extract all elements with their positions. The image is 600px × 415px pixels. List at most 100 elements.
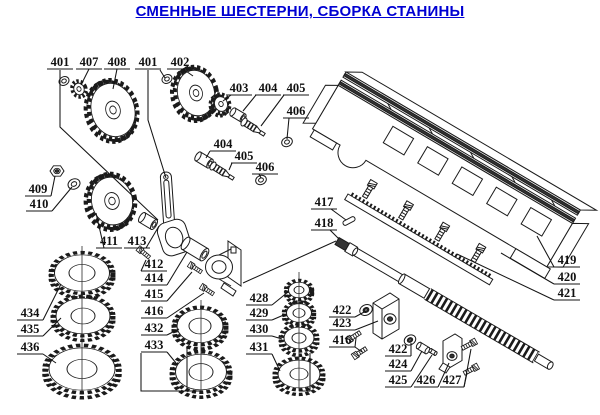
washer-422b — [403, 334, 417, 346]
callout-435: 435 — [17, 317, 62, 337]
pin-425 — [428, 348, 438, 356]
callout-424: 424 — [385, 350, 423, 372]
callout-430: 430 — [246, 322, 283, 340]
callout-425: 425 — [385, 354, 433, 388]
callout-406: 406 — [283, 104, 309, 140]
svg-text:404: 404 — [214, 137, 234, 151]
svg-text:416: 416 — [145, 304, 164, 318]
callout-426: 426 — [414, 362, 450, 388]
stud-405a — [240, 117, 267, 138]
svg-text:435: 435 — [21, 322, 40, 336]
callout-405b: 405 — [228, 149, 257, 171]
svg-text:425: 425 — [389, 373, 408, 387]
svg-text:428: 428 — [250, 291, 269, 305]
screw-415 — [186, 261, 204, 276]
svg-text:426: 426 — [417, 373, 436, 387]
washer-410 — [67, 178, 81, 190]
svg-text:407: 407 — [80, 55, 99, 69]
callout-427: 427 — [440, 348, 472, 388]
callout-416: 416 — [141, 292, 205, 319]
svg-text:422: 422 — [333, 303, 352, 317]
svg-text:410: 410 — [30, 197, 49, 211]
svg-text:412: 412 — [145, 257, 164, 271]
svg-text:402: 402 — [171, 55, 190, 69]
rack-screw — [360, 179, 378, 200]
callout-421: 421 — [456, 253, 580, 301]
bushing-413-target — [137, 211, 159, 231]
svg-text:408: 408 — [108, 55, 127, 69]
svg-text:406: 406 — [287, 104, 306, 118]
link-arm — [156, 171, 192, 257]
callout-422a: 422 — [329, 303, 367, 318]
callout-434: 434 — [17, 283, 62, 321]
svg-text:418: 418 — [315, 216, 334, 230]
callout-402: 402 — [167, 55, 194, 77]
rack-screw — [396, 200, 414, 222]
gear-435 — [50, 294, 116, 343]
gear-407 — [70, 79, 88, 99]
bushing-424 — [415, 341, 431, 355]
washer-422a — [359, 303, 373, 317]
callout-404b: 404 — [205, 137, 236, 159]
center-lines — [81, 246, 311, 392]
callout-432: 432 — [141, 321, 180, 336]
callout-422b: 422 — [385, 342, 412, 357]
callout-410: 410 — [26, 186, 73, 212]
cylinder-414 — [180, 236, 210, 262]
callout-409: 409 — [25, 175, 56, 197]
rack — [344, 179, 494, 286]
gear-402 — [169, 64, 220, 123]
callout-412: 412 — [140, 257, 167, 272]
svg-text:404: 404 — [259, 81, 279, 95]
key-pin-417 — [342, 216, 356, 226]
svg-text:431: 431 — [250, 340, 269, 354]
gear-408 — [83, 77, 140, 144]
callout-418: 418 — [311, 216, 340, 240]
svg-text:411: 411 — [100, 234, 118, 248]
callout-419: 419 — [536, 235, 580, 268]
bracket-center — [205, 240, 242, 297]
svg-text:434: 434 — [21, 306, 41, 320]
svg-text:436: 436 — [21, 340, 40, 354]
callout-406b: 406 — [252, 160, 278, 179]
nut-409 — [49, 165, 65, 177]
svg-text:423: 423 — [333, 316, 352, 330]
svg-text:401: 401 — [51, 55, 70, 69]
svg-text:416: 416 — [333, 333, 352, 347]
callout-420: 420 — [500, 252, 580, 285]
callout-404: 404 — [242, 81, 281, 112]
callout-407: 407 — [76, 55, 102, 86]
svg-text:421: 421 — [558, 286, 577, 300]
callout-401: 401 — [47, 55, 159, 221]
callout-433: 433 — [141, 338, 177, 364]
rack-screw — [433, 221, 451, 243]
screw-416b — [350, 345, 369, 361]
washer-406b — [255, 174, 267, 186]
svg-text:414: 414 — [145, 271, 165, 285]
svg-text:424: 424 — [389, 357, 409, 371]
bed — [302, 71, 599, 280]
callout-416b: 416 — [329, 333, 363, 353]
svg-text:432: 432 — [145, 321, 164, 335]
svg-text:403: 403 — [230, 81, 249, 95]
svg-text:429: 429 — [250, 306, 269, 320]
screw-427 — [460, 337, 478, 352]
callout-429: 429 — [246, 306, 287, 321]
page-title: СМЕННЫЕ ШЕСТЕРНИ, СБОРКА СТАНИНЫ — [135, 3, 465, 20]
rack-screw — [469, 242, 487, 264]
callout-415: 415 — [141, 271, 193, 302]
callout-417: 417 — [311, 195, 347, 221]
svg-text:427: 427 — [443, 373, 462, 387]
bracket-423 — [372, 292, 400, 340]
gear-432 — [171, 305, 229, 351]
svg-text:406: 406 — [256, 160, 275, 174]
callout-423: 423 — [329, 316, 379, 331]
callout-413: 413 — [124, 225, 160, 249]
callout-436: 436 — [17, 340, 57, 364]
callout-405: 405 — [260, 81, 309, 127]
gear-436 — [42, 343, 122, 400]
gear-411 — [83, 171, 138, 233]
callout-431: 431 — [246, 340, 281, 372]
screw-427 — [462, 362, 480, 377]
